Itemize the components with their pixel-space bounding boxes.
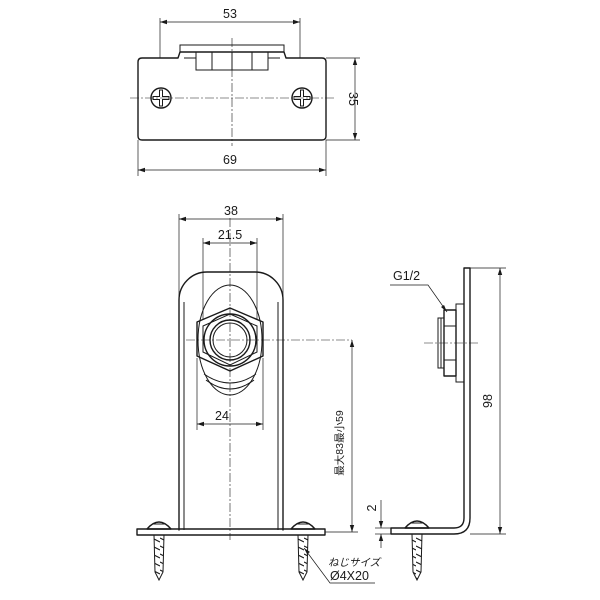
dim-label: 35 (346, 92, 360, 106)
dim-top-height: 35 (326, 57, 360, 141)
front-view: 38 21.5 24 最大83最小59 (136, 204, 382, 584)
wood-screw-icon (146, 521, 172, 582)
top-view: 53 35 69 (130, 7, 360, 176)
side-view: G1/2 98 2 (365, 267, 506, 582)
screw-spec-callout: ねじサイズ Ø4X20 (303, 547, 382, 584)
dim-front-height-range: 最大83最小59 (325, 340, 358, 533)
dim-side-height: 98 (470, 267, 506, 535)
top-plate-outline (137, 51, 327, 141)
dim-label: 38 (224, 204, 238, 218)
dim-label: 21.5 (218, 228, 242, 242)
base-flange (136, 528, 326, 536)
screw-spec-size: Ø4X20 (330, 569, 369, 583)
dim-label: 53 (223, 7, 237, 21)
wood-screw-icon (404, 520, 430, 582)
thread-label: G1/2 (393, 269, 420, 283)
dim-front-hex-width: 24 (196, 358, 264, 430)
dim-label: 98 (481, 394, 495, 408)
side-l-bracket (390, 267, 471, 535)
screw-spec-label: ねじサイズ (328, 557, 382, 569)
front-bracket-plate (178, 271, 284, 531)
dim-top-inner-width: 53 (159, 7, 301, 58)
thread-callout: G1/2 (390, 269, 448, 313)
dim-side-plate: 2 (365, 500, 391, 548)
dim-label: 最大83最小59 (333, 410, 346, 476)
dim-front-outer-width: 38 (178, 204, 284, 300)
dim-label: 69 (223, 153, 237, 167)
dim-label: 24 (215, 409, 229, 423)
dim-top-outer-width: 69 (137, 140, 327, 176)
dim-label: 2 (365, 504, 379, 511)
wood-screw-icon (290, 521, 316, 582)
dim-front-pipe-width: 21.5 (202, 228, 258, 320)
